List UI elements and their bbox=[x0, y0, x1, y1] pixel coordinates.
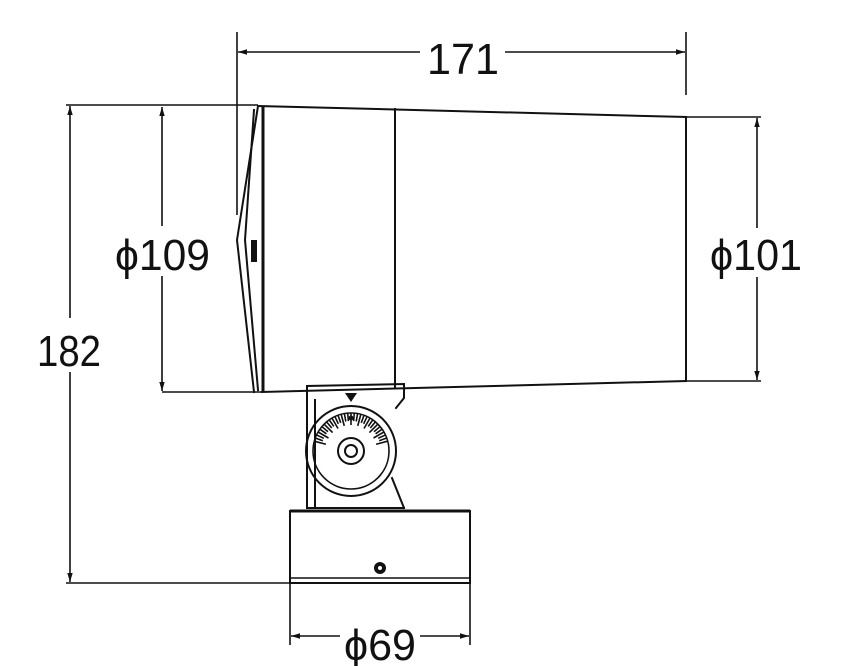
front-bezel-screw bbox=[251, 240, 257, 262]
tilt-dial-tick bbox=[373, 431, 385, 439]
front-diameter-dimension: ϕ109 bbox=[115, 107, 262, 393]
lamp-body bbox=[235, 104, 688, 394]
tilt-dial-ticks bbox=[314, 413, 388, 446]
front-diameter-label: ϕ109 bbox=[115, 231, 210, 280]
tilt-dial-tick bbox=[377, 434, 386, 440]
body-top-edge bbox=[256, 104, 688, 119]
body-bottom-edge bbox=[260, 379, 688, 394]
tilt-dial-tick bbox=[368, 423, 379, 434]
tilt-indicator-triangle-icon bbox=[345, 393, 357, 402]
tilt-dial-tick bbox=[316, 434, 325, 440]
tilt-dial-tick bbox=[325, 421, 333, 429]
length-dimension: 171 bbox=[236, 32, 687, 215]
tilt-dial-tick bbox=[343, 413, 347, 422]
tilt-dial-tick bbox=[375, 440, 388, 446]
base-screw-highlight bbox=[378, 566, 382, 570]
tilt-dial-tick bbox=[319, 428, 327, 435]
tilt-dial-tick bbox=[373, 425, 381, 433]
tilt-pivot-inner bbox=[344, 444, 358, 458]
tilt-dial-outer bbox=[305, 405, 397, 497]
tilt-dial-tick bbox=[367, 419, 374, 427]
length-label: 171 bbox=[427, 35, 499, 84]
tilt-dial-tick bbox=[321, 425, 329, 433]
tilt-dial-tick bbox=[337, 415, 342, 424]
rear-diameter-label: ϕ101 bbox=[710, 231, 802, 280]
tilt-dial-tick bbox=[317, 431, 329, 439]
height-dimension: 182 bbox=[37, 104, 292, 584]
tilt-dial-tick bbox=[334, 416, 340, 425]
tilt-dial-tick bbox=[346, 413, 350, 422]
base-diameter-label: ϕ69 bbox=[344, 621, 416, 666]
tilt-indicator-dot bbox=[348, 415, 354, 421]
tilt-dial-tick bbox=[315, 437, 324, 442]
tilt-dial-tick bbox=[331, 417, 339, 429]
tilt-dial-tick bbox=[356, 414, 362, 427]
tilt-dial-tick bbox=[369, 421, 377, 429]
tilt-pivot-outer bbox=[337, 437, 365, 465]
tilt-dial-tick bbox=[352, 413, 356, 422]
bracket-outline bbox=[306, 382, 405, 509]
tilt-dial-tick bbox=[328, 419, 335, 427]
tilt-dial-tick bbox=[378, 437, 387, 442]
tilt-dial-tick bbox=[314, 440, 327, 446]
mounting-base bbox=[289, 509, 471, 584]
tilt-bracket bbox=[305, 382, 406, 510]
tilt-dial-tick bbox=[360, 415, 365, 424]
tilt-dial-tick bbox=[323, 423, 334, 434]
tilt-dial-tick bbox=[355, 413, 359, 422]
height-label: 182 bbox=[37, 327, 101, 376]
bracket-right-leg bbox=[390, 476, 406, 510]
tilt-dial-tick bbox=[340, 414, 346, 427]
rear-diameter-dimension: ϕ101 bbox=[686, 116, 802, 382]
front-bezel-inner bbox=[243, 108, 260, 392]
tilt-dial-tick bbox=[362, 416, 368, 425]
base-diameter-dimension: ϕ69 bbox=[289, 583, 471, 666]
tilt-dial-tick bbox=[363, 417, 371, 429]
tilt-dial-tick bbox=[375, 428, 383, 435]
